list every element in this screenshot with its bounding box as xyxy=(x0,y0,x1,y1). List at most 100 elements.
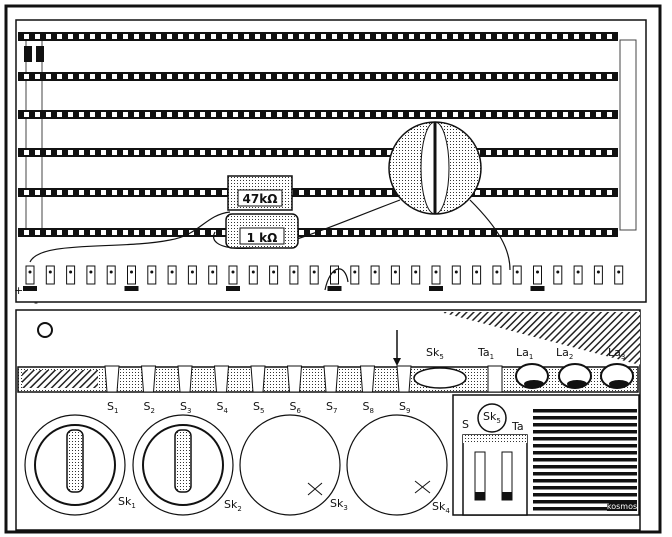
slide-switch-6[interactable] xyxy=(286,365,303,393)
terminal-clip[interactable] xyxy=(187,265,197,285)
arrow-head-icon xyxy=(393,358,401,366)
rail-hole xyxy=(288,74,293,79)
knob-sk2[interactable] xyxy=(132,414,234,516)
rail-hole xyxy=(200,150,205,155)
terminal-clip[interactable] xyxy=(248,265,258,285)
terminal-clip[interactable] xyxy=(411,265,421,285)
rail-hole xyxy=(112,190,117,195)
sk5-socket[interactable] xyxy=(477,403,507,433)
rail-hole xyxy=(420,112,425,117)
terminal-clip[interactable] xyxy=(390,265,400,285)
rail-hole xyxy=(178,230,183,235)
rail-hole xyxy=(486,112,491,117)
terminal-clip[interactable] xyxy=(269,265,279,285)
ta1-button[interactable] xyxy=(487,365,503,393)
rail-hole xyxy=(552,190,557,195)
rail-hole xyxy=(222,150,227,155)
rail-hole xyxy=(156,34,161,39)
resistor-1k[interactable]: 1 kΩ xyxy=(225,213,299,249)
rail-hole xyxy=(310,230,315,235)
knob-sk1[interactable] xyxy=(24,414,126,516)
rail-hole xyxy=(585,150,590,155)
terminal-clip[interactable] xyxy=(66,265,76,285)
slide-switch-3[interactable] xyxy=(177,365,193,393)
slide-switch-9[interactable] xyxy=(396,365,412,393)
grille-slot xyxy=(533,479,637,483)
rail-hole xyxy=(574,112,579,117)
terminal-clip[interactable] xyxy=(226,265,240,291)
terminal-clip[interactable] xyxy=(309,265,319,285)
rail-hole xyxy=(310,34,315,39)
terminal-clip[interactable] xyxy=(553,265,563,285)
slide-switch-5[interactable] xyxy=(250,365,266,393)
rail-hole xyxy=(574,150,579,155)
sk5-oval[interactable] xyxy=(413,367,467,389)
terminal-clip[interactable] xyxy=(429,265,443,291)
terminal-clip[interactable] xyxy=(593,265,603,285)
terminal-clip[interactable] xyxy=(167,265,177,285)
switch-label-2: S2 xyxy=(144,400,155,415)
slide-switch-4[interactable] xyxy=(213,365,230,393)
rail-hole xyxy=(156,150,161,155)
rail-hole xyxy=(57,112,62,117)
slide-switch-7[interactable] xyxy=(323,365,339,393)
terminal-clip[interactable] xyxy=(289,265,299,285)
grille-slot xyxy=(533,444,637,448)
terminal-clip[interactable] xyxy=(124,265,139,291)
rail-hole xyxy=(310,190,315,195)
rail-hole xyxy=(189,112,194,117)
wire xyxy=(29,211,231,263)
jack-s[interactable] xyxy=(474,451,486,501)
knob-position-sk3[interactable] xyxy=(239,414,341,516)
rail-hole xyxy=(453,112,458,117)
terminal-clip[interactable] xyxy=(86,265,96,285)
terminal-clip[interactable] xyxy=(45,265,55,285)
rail-hole xyxy=(112,74,117,79)
rail-hole xyxy=(365,74,370,79)
terminal-clip[interactable] xyxy=(370,265,380,285)
rail-hole xyxy=(552,34,557,39)
rail-hole xyxy=(255,112,260,117)
rail-hole xyxy=(365,150,370,155)
rail-hole xyxy=(596,150,601,155)
rail-hole xyxy=(57,150,62,155)
rail-hole xyxy=(112,34,117,39)
rail-hole xyxy=(24,34,29,39)
hatched-slope xyxy=(440,312,640,365)
slide-switch-8[interactable] xyxy=(359,365,376,393)
slide-switch-2[interactable] xyxy=(140,365,157,393)
grille-slot xyxy=(533,458,637,462)
rail-hole xyxy=(101,230,106,235)
rail-hole xyxy=(574,74,579,79)
sk4-label: Sk4 xyxy=(432,500,450,515)
rail-hole xyxy=(134,230,139,235)
terminal-clip[interactable] xyxy=(23,265,37,291)
terminal-clip[interactable] xyxy=(614,265,624,285)
terminal-clip[interactable] xyxy=(573,265,583,285)
terminal-clip[interactable] xyxy=(530,265,545,291)
rail-hole xyxy=(596,230,601,235)
terminal-clip[interactable] xyxy=(208,265,218,285)
jack-ta[interactable] xyxy=(501,451,513,501)
rail-hole xyxy=(453,74,458,79)
rail-hole xyxy=(46,190,51,195)
terminal-clip[interactable] xyxy=(512,265,522,285)
rail-hole xyxy=(79,230,84,235)
resistor-47k[interactable]: 47kΩ xyxy=(227,175,293,211)
tuning-capacitor[interactable] xyxy=(388,121,482,215)
terminal-clip[interactable] xyxy=(472,265,482,285)
grille-slot xyxy=(533,500,637,504)
terminal-clip[interactable] xyxy=(350,265,360,285)
slide-switch-1[interactable] xyxy=(104,365,120,393)
terminal-clip[interactable] xyxy=(451,265,461,285)
knob-position-sk4[interactable] xyxy=(346,414,448,516)
grille-slot xyxy=(533,472,637,476)
rail-hole xyxy=(574,34,579,39)
rail-hole xyxy=(90,34,95,39)
terminal-clip[interactable] xyxy=(492,265,502,285)
terminal-clip[interactable] xyxy=(106,265,116,285)
rail-hole xyxy=(189,190,194,195)
rail-hole xyxy=(563,190,568,195)
rail-hole xyxy=(134,34,139,39)
terminal-clip[interactable] xyxy=(147,265,157,285)
